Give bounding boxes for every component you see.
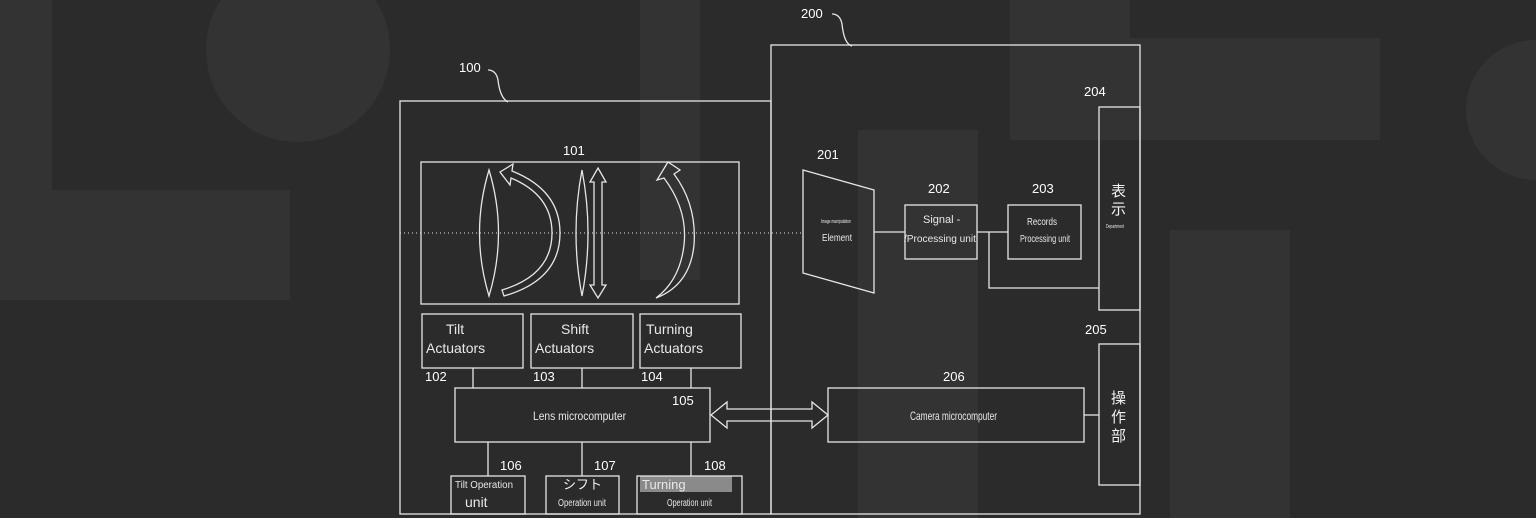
image-element-shape <box>802 169 875 294</box>
bidirectional-arrow-icon <box>709 400 830 430</box>
records-processing-line1: Records <box>1027 217 1057 228</box>
lens-elements <box>478 161 695 300</box>
ref-104: 104 <box>641 369 663 384</box>
display-box <box>1098 106 1141 311</box>
image-element-label: Element <box>822 233 852 244</box>
turning-actuators-line2: Actuators <box>644 340 703 356</box>
operation-label-3: 部 <box>1111 427 1126 445</box>
ref-108: 108 <box>704 458 726 473</box>
shift-actuators-line2: Actuators <box>535 340 594 356</box>
connector-202-204 <box>988 232 1099 289</box>
biconvex-lens-1 <box>478 167 500 299</box>
ref-101: 101 <box>563 143 585 158</box>
leader-100 <box>487 69 509 103</box>
shift-operation-line1: シフト <box>563 478 602 493</box>
ref-100: 100 <box>459 60 481 75</box>
image-element-small-label: Image manipulation <box>821 219 851 225</box>
records-processing-box <box>1007 204 1082 260</box>
display-label-1: 表 <box>1111 182 1126 200</box>
ref-200: 200 <box>801 6 823 21</box>
tilt-operation-line1: Tilt Operation <box>455 480 513 491</box>
turning-arrow-icon <box>655 161 695 299</box>
records-processing-line2: Processing unit <box>1020 234 1070 245</box>
lens-unit-box <box>399 100 772 515</box>
ref-206: 206 <box>943 369 965 384</box>
tilt-operation-box <box>450 475 526 515</box>
operation-label-1: 操 <box>1111 389 1126 407</box>
shift-operation-line2: Operation unit <box>558 498 606 509</box>
turning-operation-line1: Turning <box>642 477 686 492</box>
camera-microcomputer-label: Camera microcomputer <box>910 409 997 423</box>
display-small-label: Department <box>1106 224 1124 230</box>
display-label-2: 示 <box>1111 200 1126 218</box>
ref-103: 103 <box>533 369 555 384</box>
ref-205: 205 <box>1085 322 1107 337</box>
operation-label-2: 作 <box>1111 408 1126 426</box>
signal-processing-line1: Signal - <box>923 214 961 226</box>
tilt-arrow-icon <box>499 162 561 297</box>
turning-operation-line2: Operation unit <box>667 498 712 509</box>
turning-actuators-line1: Turning <box>646 321 693 337</box>
ref-105: 105 <box>672 393 694 408</box>
turning-operation-box <box>636 475 743 515</box>
ref-203: 203 <box>1032 181 1054 196</box>
tilt-operation-line2: unit <box>465 494 488 510</box>
turning-highlight <box>640 476 732 492</box>
ref-102: 102 <box>425 369 447 384</box>
shift-actuators-line1: Shift <box>561 321 589 337</box>
shift-operation-box <box>545 475 620 515</box>
lens-microcomputer-label: Lens microcomputer <box>533 409 626 423</box>
operation-box <box>1098 343 1141 486</box>
ref-204: 204 <box>1084 84 1106 99</box>
tilt-actuators-line2: Actuators <box>426 340 485 356</box>
ref-202: 202 <box>928 181 950 196</box>
signal-processing-line2: /Processing unit <box>904 234 976 245</box>
ref-106: 106 <box>500 458 522 473</box>
ref-107: 107 <box>594 458 616 473</box>
biconvex-lens-2 <box>575 169 589 297</box>
shift-arrow-icon <box>588 166 608 300</box>
ref-201: 201 <box>817 147 839 162</box>
tilt-actuators-line1: Tilt <box>446 321 464 337</box>
leader-200 <box>831 13 853 47</box>
